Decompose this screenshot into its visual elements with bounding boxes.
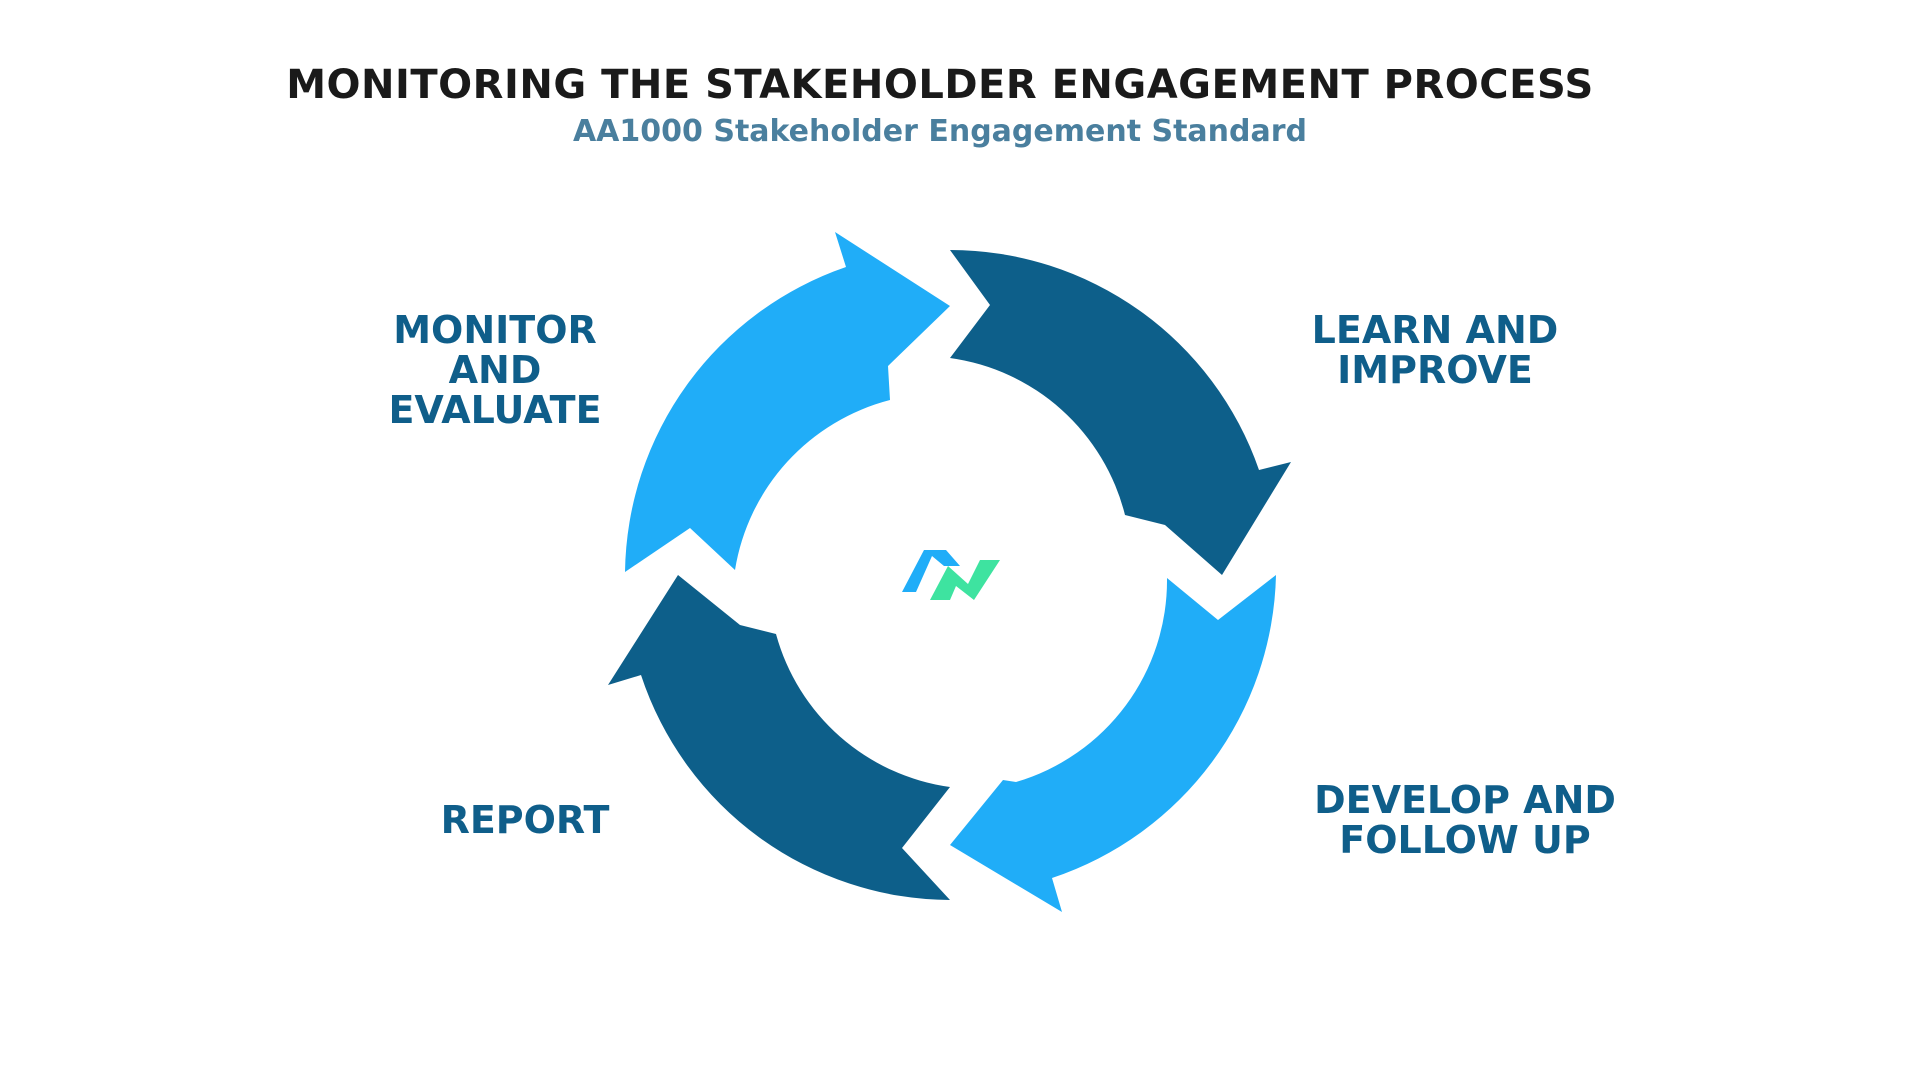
arrow-learn-improve bbox=[950, 250, 1291, 575]
page-title: MONITORING THE STAKEHOLDER ENGAGEMENT PR… bbox=[286, 62, 1594, 108]
step-label-develop-follow-up: DEVELOP AND FOLLOW UP bbox=[1314, 778, 1616, 862]
step-label-monitor-evaluate: MONITOR AND EVALUATE bbox=[388, 308, 602, 432]
step-label-report: REPORT bbox=[440, 798, 610, 842]
brand-logo-icon bbox=[902, 550, 1000, 600]
arrow-report bbox=[608, 575, 950, 900]
arrow-monitor-evaluate bbox=[625, 232, 950, 572]
page-subtitle: AA1000 Stakeholder Engagement Standard bbox=[572, 114, 1308, 149]
arrow-develop-follow-up bbox=[950, 575, 1276, 912]
step-label-learn-improve: LEARN AND IMPROVE bbox=[1311, 308, 1559, 392]
